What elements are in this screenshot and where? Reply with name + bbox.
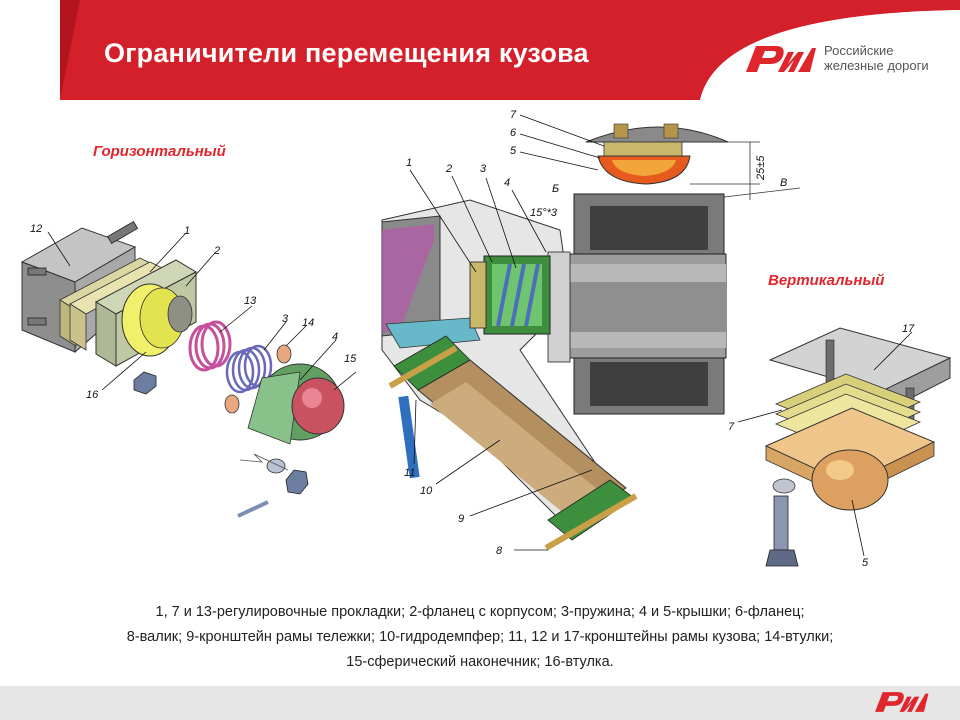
callout-15: 15 bbox=[344, 353, 357, 365]
brand-line-2: железные дороги bbox=[824, 58, 929, 73]
callout-8: 8 bbox=[496, 545, 503, 557]
gap-dimension: 25±5 bbox=[755, 155, 767, 181]
callout-4: 4 bbox=[332, 331, 338, 343]
parts-legend: 1, 7 и 13-регулировочные прокладки; 2-фл… bbox=[40, 600, 920, 675]
section-mark-v: В bbox=[780, 177, 787, 189]
callout-9: 9 bbox=[458, 513, 464, 525]
callout-4: 4 bbox=[504, 177, 510, 189]
spring-3 bbox=[225, 344, 273, 394]
hydraulic-damper bbox=[388, 335, 638, 551]
adjusting-ring-13 bbox=[188, 320, 232, 372]
section-mark-b: Б bbox=[552, 183, 559, 195]
callout-7: 7 bbox=[510, 109, 517, 121]
callout-5: 5 bbox=[862, 557, 869, 569]
callout-12: 12 bbox=[30, 223, 42, 235]
callout-10: 10 bbox=[420, 485, 433, 497]
brand-line-1: Российские bbox=[824, 43, 894, 58]
callout-1: 1 bbox=[406, 157, 412, 169]
horizontal-limiter-heading: Горизонтальный bbox=[93, 143, 226, 160]
center-callouts: 7 6 5 1 2 3 4 Б 15°*3 25±5 В 11 10 9 8 bbox=[404, 109, 787, 557]
callout-3: 3 bbox=[480, 163, 487, 175]
callout-1: 1 bbox=[184, 225, 190, 237]
rzd-logo-icon bbox=[875, 692, 929, 712]
bogie-damper-assembly bbox=[381, 123, 801, 551]
callout-13: 13 bbox=[244, 295, 257, 307]
vertical-callouts: 17 7 5 bbox=[728, 323, 915, 569]
angle-label: 15°*3 bbox=[530, 207, 558, 219]
callout-16: 16 bbox=[86, 389, 99, 401]
callout-17: 17 bbox=[902, 323, 915, 335]
horizontal-limiter-assembly bbox=[20, 220, 345, 518]
title-band-shape bbox=[60, 0, 960, 100]
legend-line-3: 15-сферический наконечник; 16-втулка. bbox=[346, 654, 614, 670]
legend-line-1: 1, 7 и 13-регулировочные прокладки; 2-фл… bbox=[155, 604, 805, 620]
leader-lines bbox=[47, 114, 913, 557]
legend-line-2: 8-валик; 9-кронштейн рамы тележки; 10-ги… bbox=[126, 629, 834, 645]
callout-7: 7 bbox=[728, 421, 735, 433]
callout-14: 14 bbox=[302, 317, 314, 329]
limiter-illustration: 12 1 2 13 3 14 4 15 16 7 6 5 1 2 3 4 Б 1… bbox=[20, 109, 952, 569]
callout-5: 5 bbox=[510, 145, 517, 157]
callout-3: 3 bbox=[282, 313, 289, 325]
vertical-limiter-heading: Вертикальный bbox=[768, 272, 885, 289]
vertical-limiter-assembly bbox=[764, 327, 952, 567]
footer-band bbox=[0, 686, 960, 720]
callout-2: 2 bbox=[445, 163, 452, 175]
callout-11: 11 bbox=[404, 467, 415, 479]
spring-3 bbox=[496, 263, 540, 327]
callout-2: 2 bbox=[213, 245, 220, 257]
brand-logo: Российские железные дороги bbox=[742, 40, 942, 80]
title-band bbox=[0, 0, 960, 100]
callout-6: 6 bbox=[510, 127, 517, 139]
horizontal-callouts: 12 1 2 13 3 14 4 15 16 bbox=[30, 223, 357, 401]
rzd-logo-icon bbox=[746, 46, 816, 72]
page-title: Ограничители перемещения кузова bbox=[104, 38, 589, 68]
